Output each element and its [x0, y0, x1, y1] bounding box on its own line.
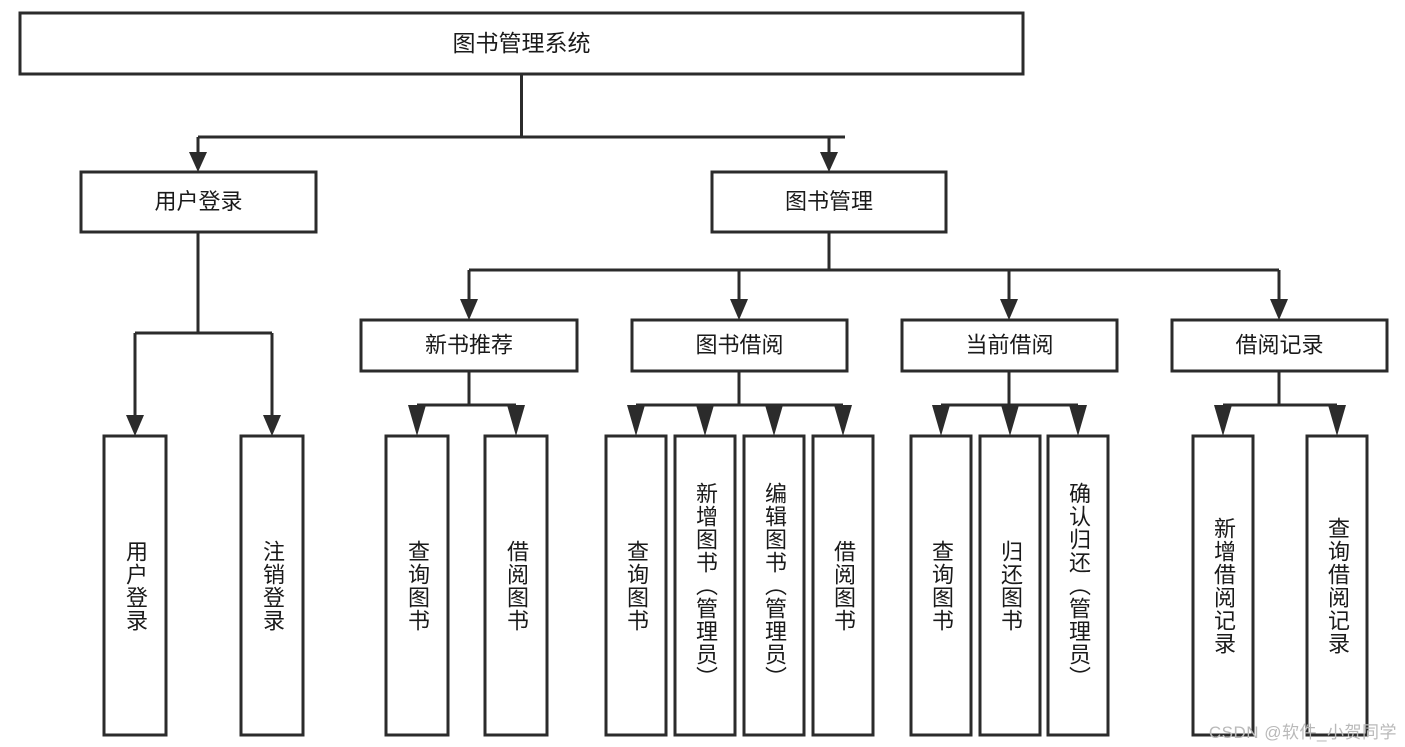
node-box-leaf-add-book[interactable] [673, 434, 737, 737]
csdn-watermark: CSDN @软件_小贺同学 [1208, 723, 1397, 742]
arrow-head-leaf-user-login [126, 415, 144, 436]
node-box-book-manage[interactable] [710, 170, 948, 234]
node-label-current-borrow: 当前借阅 [965, 332, 1053, 357]
node-box-leaf-borrow-book-1[interactable] [483, 434, 549, 737]
arrow-head-leaf-query-book-2 [627, 405, 645, 436]
arrow-head-leaf-query-book-1 [408, 405, 426, 436]
node-label-new-book-rec: 新书推荐 [425, 332, 513, 357]
arrow-head-leaf-query-record [1328, 405, 1346, 436]
arrow-head-leaf-confirm-return [1069, 405, 1087, 436]
arrow-head-borrow-record [1270, 299, 1288, 320]
node-label-book-manage: 图书管理 [785, 189, 873, 214]
arrow-head-leaf-query-book-3 [932, 405, 950, 436]
node-box-leaf-query-book-1[interactable] [384, 434, 450, 737]
arrow-head-leaf-borrow-book-2 [834, 405, 852, 436]
node-box-leaf-query-book-2[interactable] [604, 434, 668, 737]
arrow-head-leaf-add-book [696, 405, 714, 436]
node-box-leaf-user-logout[interactable] [239, 434, 305, 737]
node-box-current-borrow[interactable] [900, 318, 1119, 373]
arrow-head-new-book-rec [460, 299, 478, 320]
arrow-head-book-manage [820, 152, 838, 172]
node-box-book-borrow[interactable] [630, 318, 849, 373]
node-box-new-book-rec[interactable] [359, 318, 579, 373]
node-box-leaf-add-record[interactable] [1191, 434, 1255, 737]
node-box-leaf-return-book[interactable] [978, 434, 1042, 737]
node-box-leaf-borrow-book-2[interactable] [811, 434, 875, 737]
node-box-leaf-query-book-3[interactable] [909, 434, 973, 737]
node-box-leaf-confirm-return[interactable] [1046, 434, 1110, 737]
arrow-head-leaf-return-book [1001, 405, 1019, 436]
node-box-root[interactable] [18, 11, 1025, 76]
node-box-leaf-query-record[interactable] [1305, 434, 1369, 737]
node-label-root: 图书管理系统 [453, 30, 591, 56]
node-box-leaf-user-login[interactable] [102, 434, 168, 737]
node-label-borrow-record: 借阅记录 [1235, 332, 1323, 357]
arrow-head-leaf-borrow-book-1 [507, 405, 525, 436]
arrow-head-user-login [189, 152, 207, 172]
node-box-user-login[interactable] [79, 170, 318, 234]
node-label-user-login: 用户登录 [154, 189, 242, 214]
arrow-head-current-borrow [1000, 299, 1018, 320]
arrow-head-leaf-user-logout [263, 415, 281, 436]
arrow-head-book-borrow [730, 299, 748, 320]
node-box-borrow-record[interactable] [1170, 318, 1389, 373]
arrow-head-leaf-edit-book [765, 405, 783, 436]
arrow-head-leaf-add-record [1214, 405, 1232, 436]
node-box-leaf-edit-book[interactable] [742, 434, 806, 737]
node-label-book-borrow: 图书借阅 [695, 332, 783, 357]
